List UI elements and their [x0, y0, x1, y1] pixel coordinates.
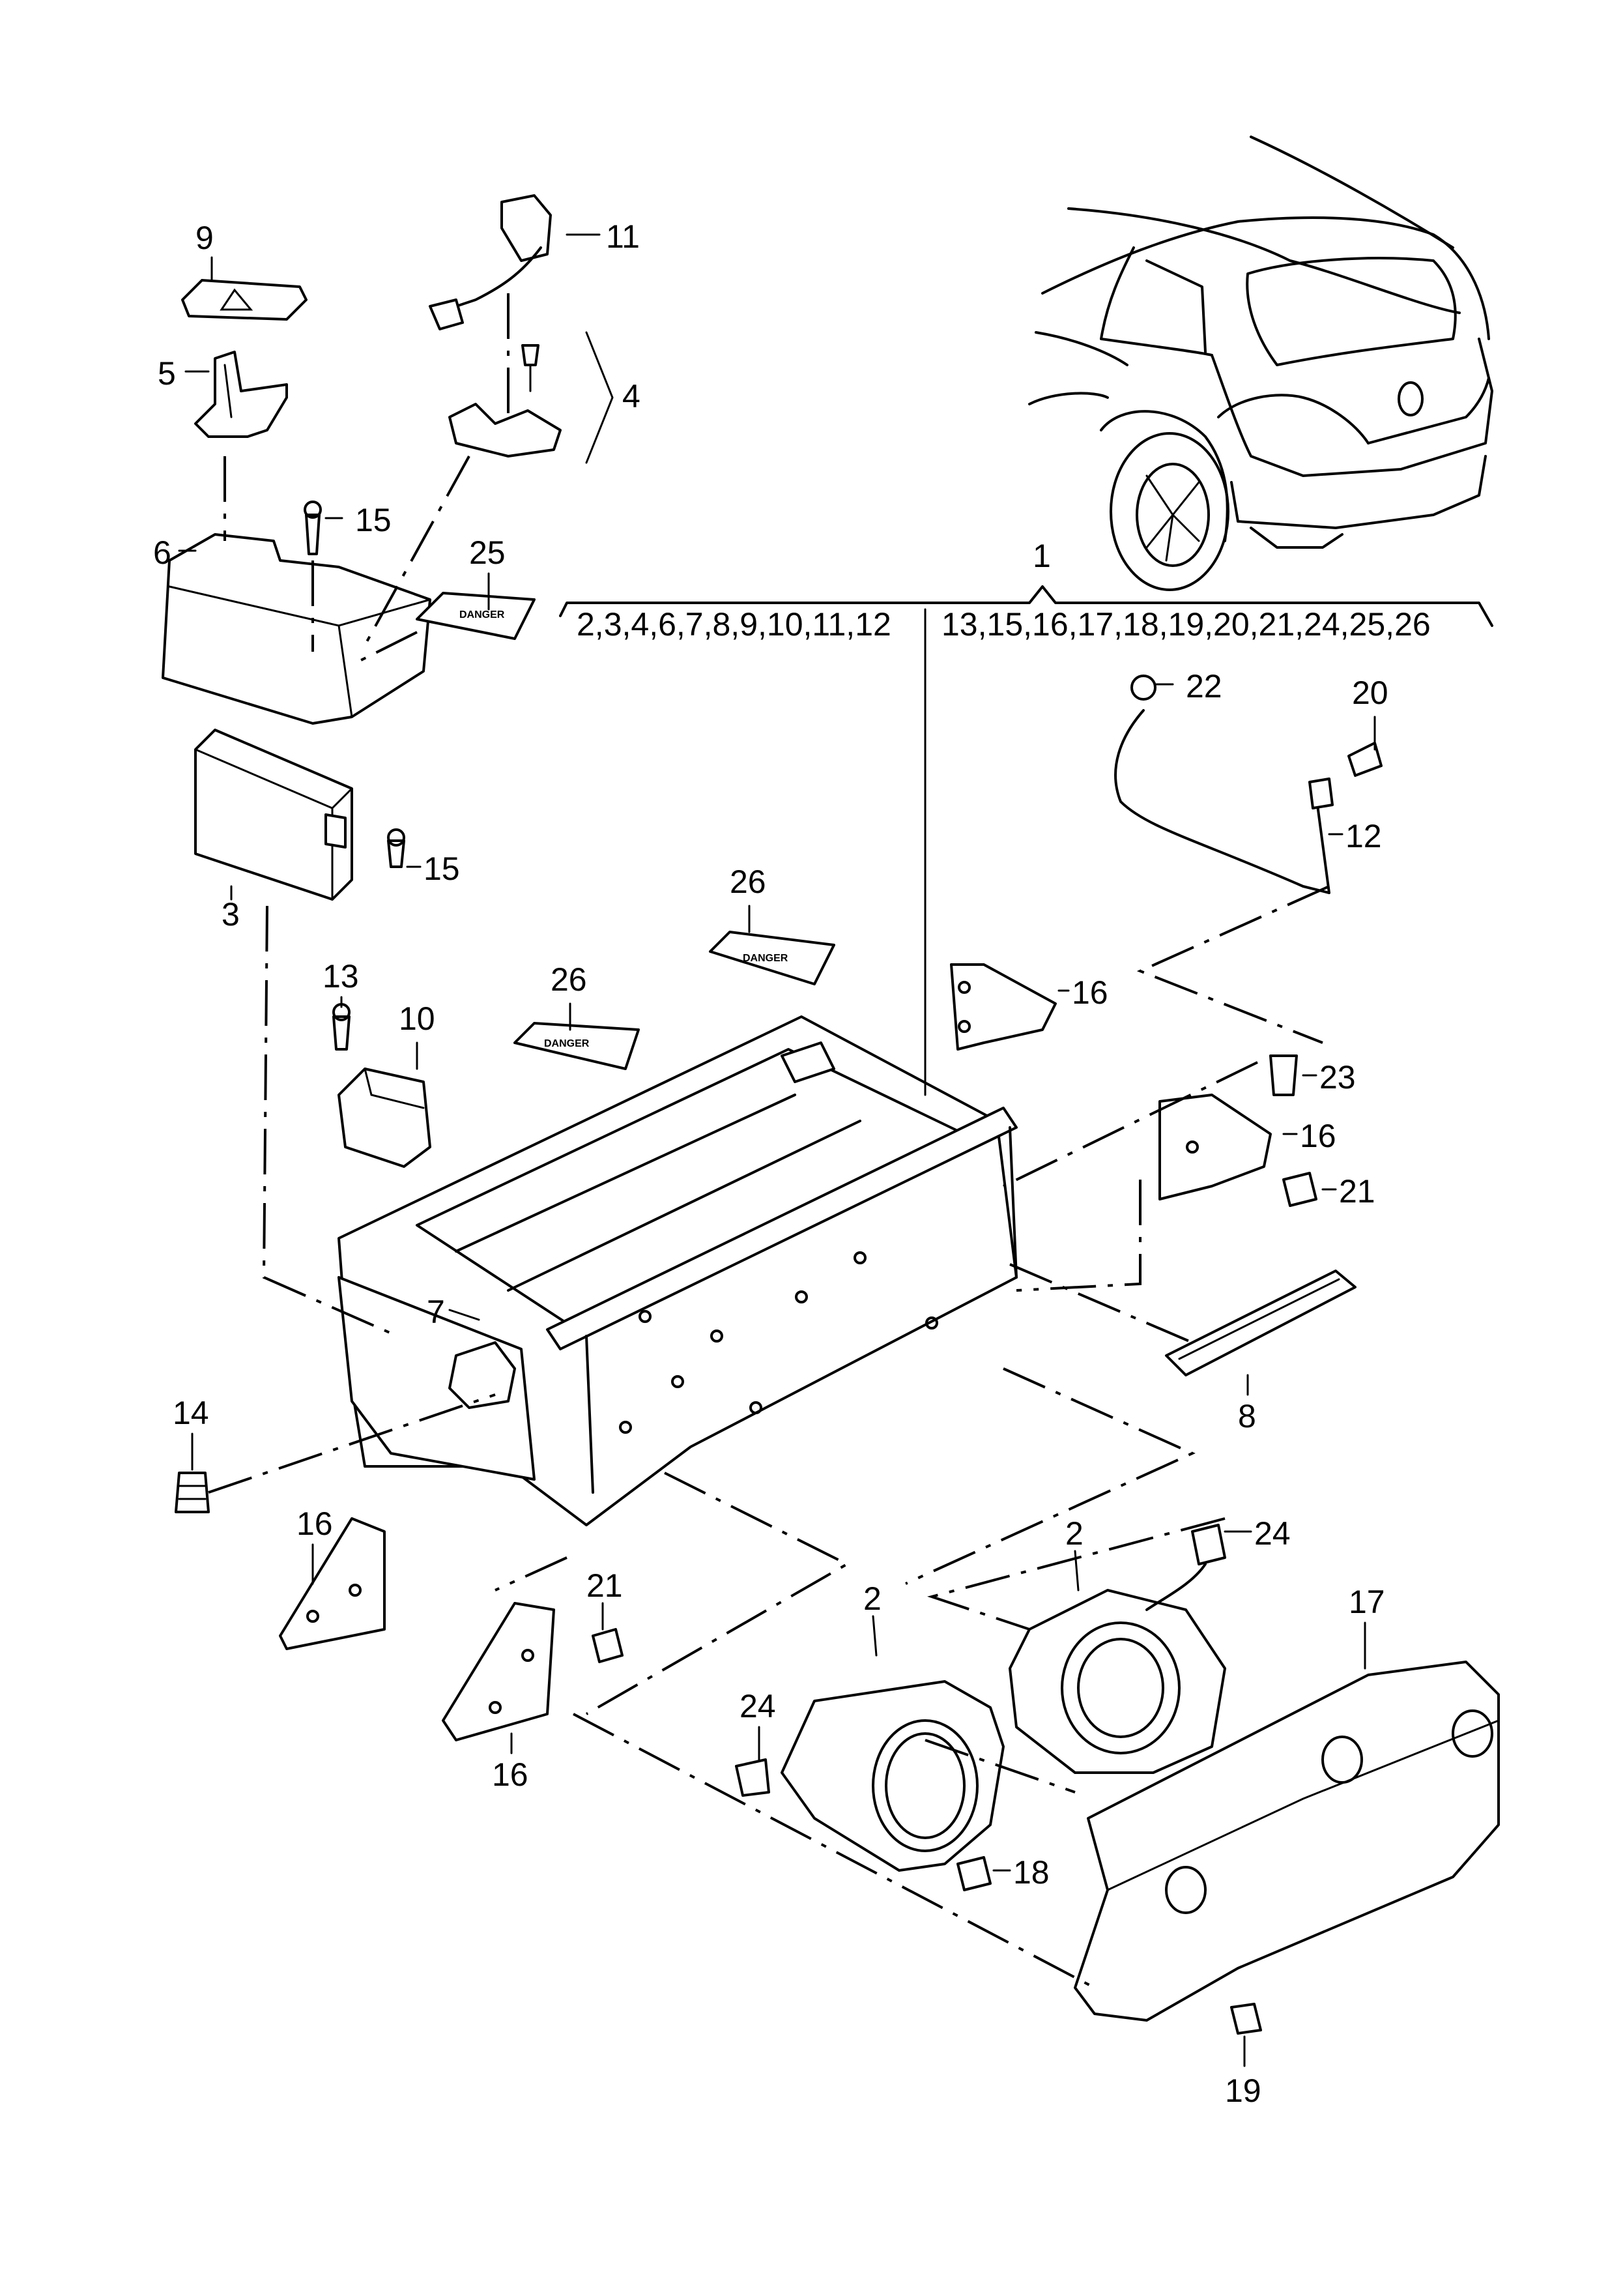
part-16-bracket-a [950, 963, 1057, 1051]
battery-housing [338, 1015, 1018, 1526]
callout-6: 6 [153, 534, 171, 571]
group-label-right: 13,15,16,17,18,19,20,21,24,25,26 [941, 606, 1431, 643]
part-17-air-duct [1074, 1661, 1500, 2022]
callout-2-b: 2 [1065, 1515, 1084, 1552]
part-22-nut [1130, 675, 1156, 701]
label-26a-text: DANGER [544, 1038, 590, 1049]
part-8-seal-strip [1165, 1270, 1357, 1376]
callout-14: 14 [173, 1395, 209, 1431]
callout-8: 8 [1238, 1398, 1256, 1434]
part-24-connector-a [735, 1758, 770, 1797]
part-12-ground-strap [1114, 709, 1334, 894]
leader-lines [178, 233, 1376, 2067]
label-25-text: DANGER [459, 609, 505, 620]
callout-26-a: 26 [551, 961, 587, 998]
callout-12: 12 [1345, 818, 1382, 854]
part-14-grommet [175, 1472, 210, 1513]
callout-18: 18 [1013, 1854, 1050, 1891]
callout-1: 1 [1033, 538, 1051, 574]
callout-21-a: 21 [1339, 1173, 1375, 1210]
callout-16-c: 16 [296, 1505, 333, 1542]
callout-15-b: 15 [424, 850, 460, 887]
part-4-mount [448, 344, 562, 458]
callout-4: 4 [622, 378, 640, 414]
callout-23: 23 [1319, 1059, 1356, 1096]
callout-16-b: 16 [1300, 1118, 1336, 1154]
callout-5: 5 [158, 355, 176, 392]
callout-15-a: 15 [355, 502, 392, 538]
part-20-screw [1347, 742, 1383, 777]
part-11-wiring-connector [429, 194, 552, 330]
part-26-warning-label-a: DANGER [513, 1022, 640, 1070]
callout-9: 9 [195, 220, 214, 256]
part-9-cover [181, 279, 308, 321]
callout-16-a: 16 [1072, 974, 1108, 1011]
part-2-fan-b [1009, 1589, 1226, 1774]
part-21-screw-a [1282, 1172, 1317, 1207]
callout-26-b: 26 [730, 864, 766, 900]
callout-24-a: 24 [740, 1688, 776, 1724]
label-26b-text: DANGER [743, 953, 788, 964]
callout-13: 13 [323, 958, 359, 995]
part-26-warning-label-b: DANGER [709, 931, 835, 985]
part-16-bracket-b [1158, 1094, 1272, 1200]
part-5-bracket [194, 351, 288, 438]
callout-17: 17 [1349, 1584, 1385, 1620]
callout-20: 20 [1352, 675, 1388, 711]
callout-21-b: 21 [586, 1567, 623, 1604]
part-13-screw [332, 1003, 351, 1051]
callout-24-b: 24 [1254, 1515, 1291, 1552]
callout-11: 11 [606, 218, 640, 255]
part-24-connector-b [1145, 1524, 1226, 1611]
part-16-bracket-d [442, 1602, 555, 1741]
part-16-bracket-c [279, 1517, 386, 1650]
part-3-control-unit [194, 729, 405, 901]
vehicle-illustration [1028, 136, 1493, 591]
part-25-warning-label: DANGER [416, 592, 536, 640]
callouts: 9 11 5 4 15 6 25 1 22 20 15 3 12 26 26 1… [153, 218, 1388, 2109]
assembly-lines [208, 293, 1330, 1989]
callout-19: 19 [1225, 2072, 1261, 2109]
callout-22: 22 [1186, 668, 1222, 705]
part-6-housing [162, 501, 431, 725]
part-21-screw-b [592, 1628, 624, 1663]
part-19-screw [1230, 2003, 1262, 2035]
part-10-relay [338, 1068, 431, 1168]
group-bracket [559, 585, 1493, 627]
callout-16-d: 16 [492, 1756, 528, 1793]
callout-10: 10 [399, 1000, 435, 1037]
callout-25: 25 [469, 534, 506, 571]
callout-2-a: 2 [863, 1580, 882, 1617]
callout-3: 3 [222, 896, 240, 933]
part-18-screw [956, 1856, 992, 1891]
part-23-screw [1269, 1054, 1298, 1096]
group-label-left: 2,3,4,6,7,8,9,10,11,12 [577, 606, 891, 643]
callout-7: 7 [427, 1294, 445, 1330]
part-2-fan-a [781, 1680, 1005, 1872]
